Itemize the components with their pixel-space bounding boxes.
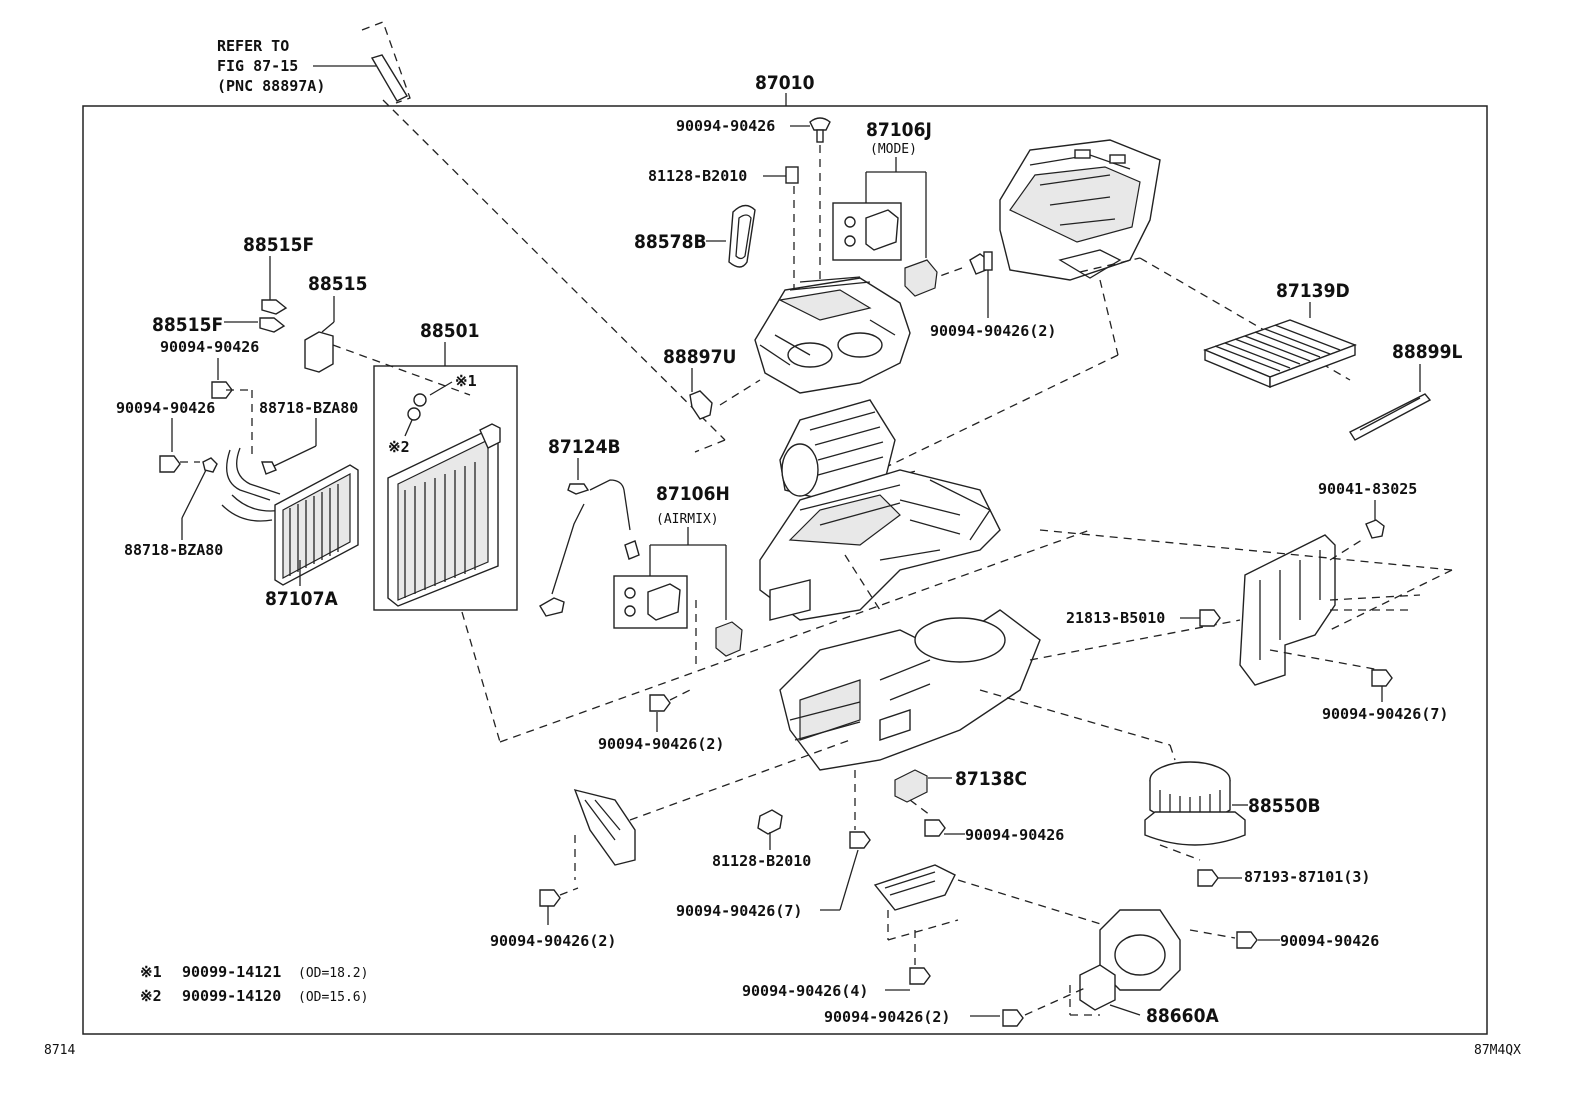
label-p15[interactable]: 88718-BZA80 [259, 399, 358, 417]
reference-line1[interactable]: REFER TO [217, 37, 289, 55]
label-p17[interactable]: 88718-BZA80 [124, 541, 223, 559]
label-p20[interactable]: 87107A [265, 588, 338, 610]
note2-mark[interactable]: ※2 [140, 987, 162, 1005]
label-p5[interactable]: 88515F [243, 234, 314, 256]
label-p16[interactable]: 87124B [548, 436, 621, 458]
part-blower-motor [1144, 761, 1246, 846]
label-p18[interactable]: 87106H [656, 483, 730, 505]
label-p32[interactable]: 90094-90426(4) [742, 982, 868, 1000]
label-p4[interactable]: 88578B [634, 231, 707, 253]
note1-dim[interactable]: (OD=18.2) [298, 966, 368, 981]
note2-dim[interactable]: (OD=15.6) [298, 990, 368, 1005]
note2-part[interactable]: 90099-14120 [182, 987, 281, 1005]
label-p23[interactable]: 90094-90426(2) [598, 735, 724, 753]
label-p30[interactable]: 90094-90426(2) [490, 932, 616, 950]
footnotes: ※1 90099-14121 (OD=18.2) ※2 90099-14120 … [140, 963, 368, 1005]
label-p2-sub[interactable]: (MODE) [870, 142, 917, 157]
part-evaporator [387, 423, 501, 607]
reference-line2[interactable]: FIG 87-15 [217, 57, 298, 75]
label-p6[interactable]: 88515 [308, 273, 367, 295]
label-p14[interactable]: 90094-90426 [116, 399, 215, 417]
part-upper-housing [754, 276, 911, 394]
label-p7[interactable]: 88515F [152, 314, 223, 336]
part-main-case [759, 469, 1001, 621]
label-p8[interactable]: 90094-90426 [160, 338, 259, 356]
label-p10[interactable]: 90094-90426(2) [930, 322, 1056, 340]
part-duct-panel [573, 788, 636, 866]
note1-part[interactable]: 90099-14121 [182, 963, 281, 981]
footer-right: 87M4QX [1474, 1043, 1521, 1058]
label-p11[interactable]: 87139D [1276, 280, 1350, 302]
label-p33[interactable]: 88660A [1146, 1005, 1219, 1027]
label-p28[interactable]: 87193-87101(3) [1244, 868, 1370, 886]
note1-mark[interactable]: ※1 [140, 963, 162, 981]
part-right-bracket [1239, 534, 1336, 686]
mark-2[interactable]: ※2 [388, 438, 410, 456]
label-p13[interactable]: 88899L [1392, 341, 1462, 363]
label-p19[interactable]: 90041-83025 [1318, 480, 1417, 498]
label-p25[interactable]: 88550B [1248, 795, 1321, 817]
label-p1[interactable]: 90094-90426 [676, 117, 775, 135]
label-p34[interactable]: 90094-90426(2) [824, 1008, 950, 1026]
mark-1[interactable]: ※1 [455, 372, 477, 390]
label-p2[interactable]: 87106J [866, 119, 932, 141]
evaporator-box [373, 365, 518, 611]
label-p31[interactable]: 90094-90426 [1280, 932, 1379, 950]
reference-callout: REFER TO FIG 87-15 (PNC 88897A) [217, 21, 726, 453]
reference-line3[interactable]: (PNC 88897A) [217, 77, 325, 95]
label-p18-sub[interactable]: (AIRMIX) [656, 512, 719, 527]
footer-left: 8714 [44, 1043, 75, 1058]
part-blower-case [1079, 909, 1181, 1011]
part-blower-top [779, 399, 896, 501]
label-p12[interactable]: 88897U [663, 346, 736, 368]
part-side-panel [873, 864, 956, 911]
part-lower-case [779, 609, 1041, 771]
label-p9[interactable]: 88501 [420, 320, 479, 342]
label-p27[interactable]: 81128-B2010 [712, 852, 811, 870]
part-heater-core [221, 447, 359, 586]
assembly-frame [82, 105, 1488, 1035]
assembly-label[interactable]: 87010 [755, 72, 815, 94]
part-upper-case [999, 139, 1161, 281]
label-p21[interactable]: 21813-B5010 [1066, 609, 1165, 627]
label-p26[interactable]: 90094-90426 [965, 826, 1064, 844]
label-p29[interactable]: 90094-90426(7) [676, 902, 802, 920]
label-p22[interactable]: 90094-90426(7) [1322, 705, 1448, 723]
label-p24[interactable]: 87138C [955, 768, 1027, 790]
label-p3[interactable]: 81128-B2010 [648, 167, 747, 185]
part-filter [1203, 319, 1357, 389]
